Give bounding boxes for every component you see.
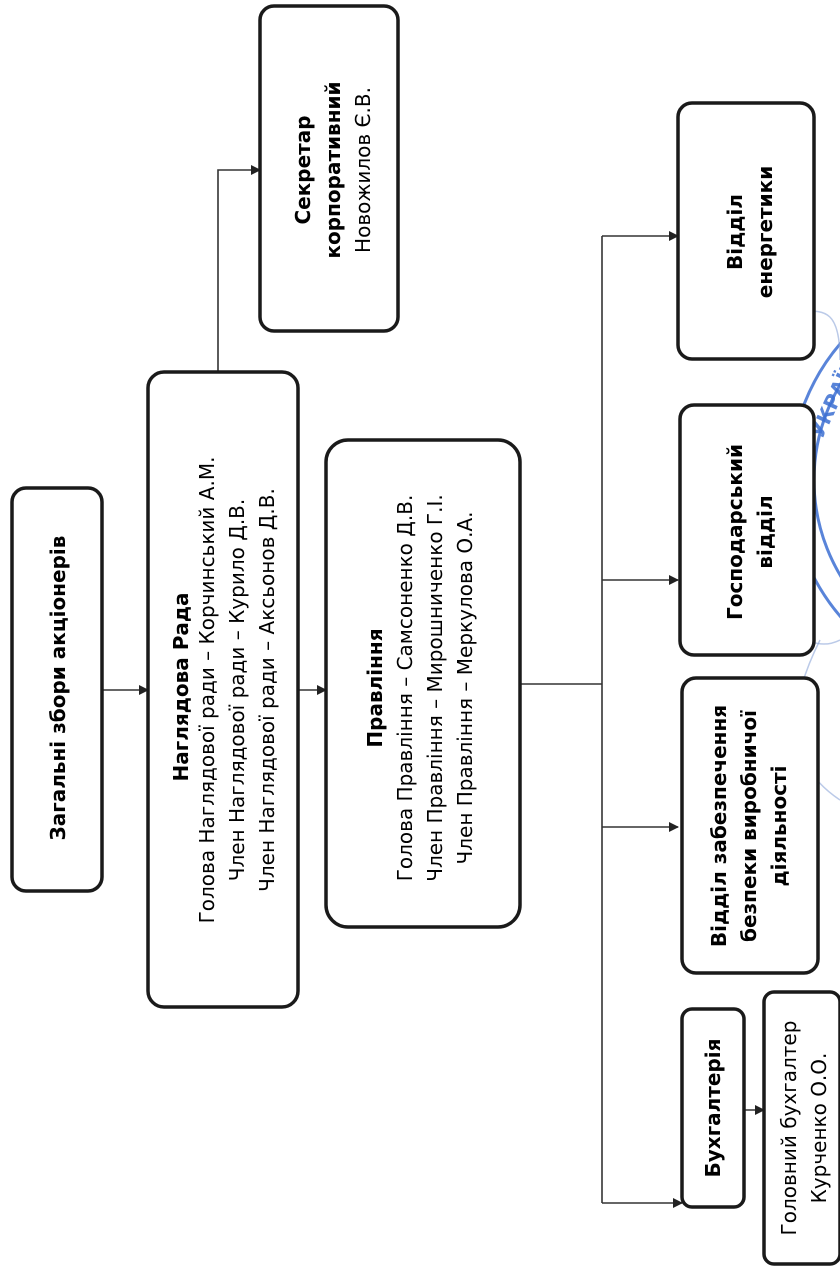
node-production-safety-department: Відділ забезпечення безпеки виробничої д… [680, 676, 820, 975]
chief-accountant-role: Головний бухгалтер [777, 1021, 801, 1236]
household-dept-title-line-1: Господарський [723, 444, 747, 620]
supervisory-board-member-1: Член Наглядової ради – Курило Д.В. [225, 499, 249, 882]
household-dept-title-line-2: відділ [753, 495, 777, 568]
energy-dept-title-line-2: енергетики [753, 166, 777, 298]
node-management-board: Правління Голова Правління – Самсоненко … [324, 438, 522, 929]
node-household-department: Господарський відділ [678, 403, 816, 657]
safety-dept-title-line-1: Відділ забезпечення [707, 705, 731, 947]
safety-dept-title-line-2: безпеки виробничої [737, 710, 761, 942]
node-corporate-secretary: Секретар корпоративний Новожилов Є.В. [258, 4, 400, 333]
connectors [102, 165, 765, 1208]
management-board-title: Правління [363, 628, 387, 747]
node-energy-department: Відділ енергетики [676, 101, 816, 361]
node-chief-accountant: Головний бухгалтер Курченко О.О. [762, 990, 840, 1266]
node-shareholders-meeting: Загальні збори акціонерів [10, 486, 104, 893]
shareholders-title: Загальні збори акціонерів [46, 536, 70, 841]
secretary-title-line-1: Секретар [291, 115, 315, 224]
safety-dept-title-line-3: діяльності [767, 765, 791, 886]
supervisory-board-member-2: Член Наглядової ради – Аксьонов Д.В. [255, 488, 279, 892]
secretary-name: Новожилов Є.В. [351, 87, 375, 253]
secretary-title-line-2: корпоративний [321, 81, 345, 258]
management-board-member-2: Член Правління – Меркулова О.А. [453, 512, 477, 865]
management-board-member-1: Член Правління – Мирошниченко Г.І. [423, 494, 447, 882]
management-board-chair: Голова Правління – Самсоненко Д.В. [393, 495, 417, 882]
accounting-title: Бухгалтерія [701, 1039, 725, 1178]
chief-accountant-name: Курченко О.О. [807, 1053, 831, 1204]
supervisory-board-title: Наглядова Рада [169, 593, 193, 782]
node-accounting: Бухгалтерія [680, 1007, 746, 1209]
arrow-supervisory-to-secretary [217, 165, 261, 372]
energy-dept-title-line-1: Відділ [723, 194, 747, 270]
node-supervisory-board: Наглядова Рада Голова Наглядової ради – … [146, 370, 300, 1009]
supervisory-board-chair: Голова Наглядової ради – Корчинський А.М… [195, 457, 219, 924]
